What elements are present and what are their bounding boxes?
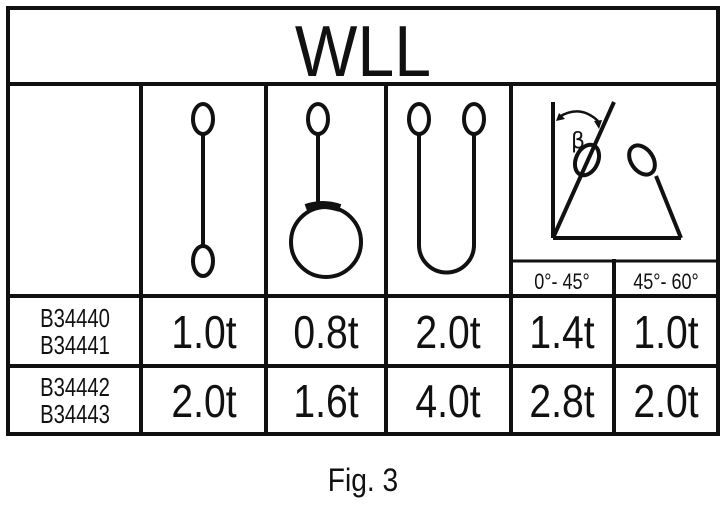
- table-title: WLL: [295, 10, 431, 91]
- product-code: B34443: [40, 400, 110, 429]
- wll-value: 4.0t: [415, 376, 480, 428]
- basket-hitch-icon: [407, 102, 486, 275]
- wll-value: 2.0t: [171, 376, 236, 428]
- choke-hitch-icon: [289, 102, 363, 279]
- wll-value: 1.4t: [529, 307, 594, 359]
- table-row: B34440 B34441 1.0t 0.8t 2.0t 1.4t 1.0t: [40, 304, 699, 360]
- table-grid: [6, 6, 720, 436]
- wll-value: 2.0t: [633, 376, 698, 428]
- product-code: B34442: [40, 373, 110, 402]
- straight-lift-icon: [191, 102, 215, 278]
- product-code: B34441: [40, 331, 110, 360]
- wll-value: 1.6t: [293, 376, 358, 428]
- wll-value: 2.0t: [415, 307, 480, 359]
- angle-beta-label: β: [571, 129, 585, 154]
- wll-value: 0.8t: [293, 307, 358, 359]
- product-code: B34440: [40, 304, 110, 333]
- wll-value: 1.0t: [633, 307, 698, 359]
- angle-range-45-60: 45°- 60°: [633, 270, 699, 294]
- wll-value: 2.8t: [529, 376, 594, 428]
- wll-value: 1.0t: [171, 307, 236, 359]
- angled-basket-hitch-icon: [551, 101, 683, 240]
- angle-range-0-45: 0°- 45°: [534, 270, 590, 294]
- table-row: B34442 B34443 2.0t 1.6t 4.0t 2.8t 2.0t: [40, 373, 699, 429]
- figure-caption: Fig. 3: [327, 462, 399, 498]
